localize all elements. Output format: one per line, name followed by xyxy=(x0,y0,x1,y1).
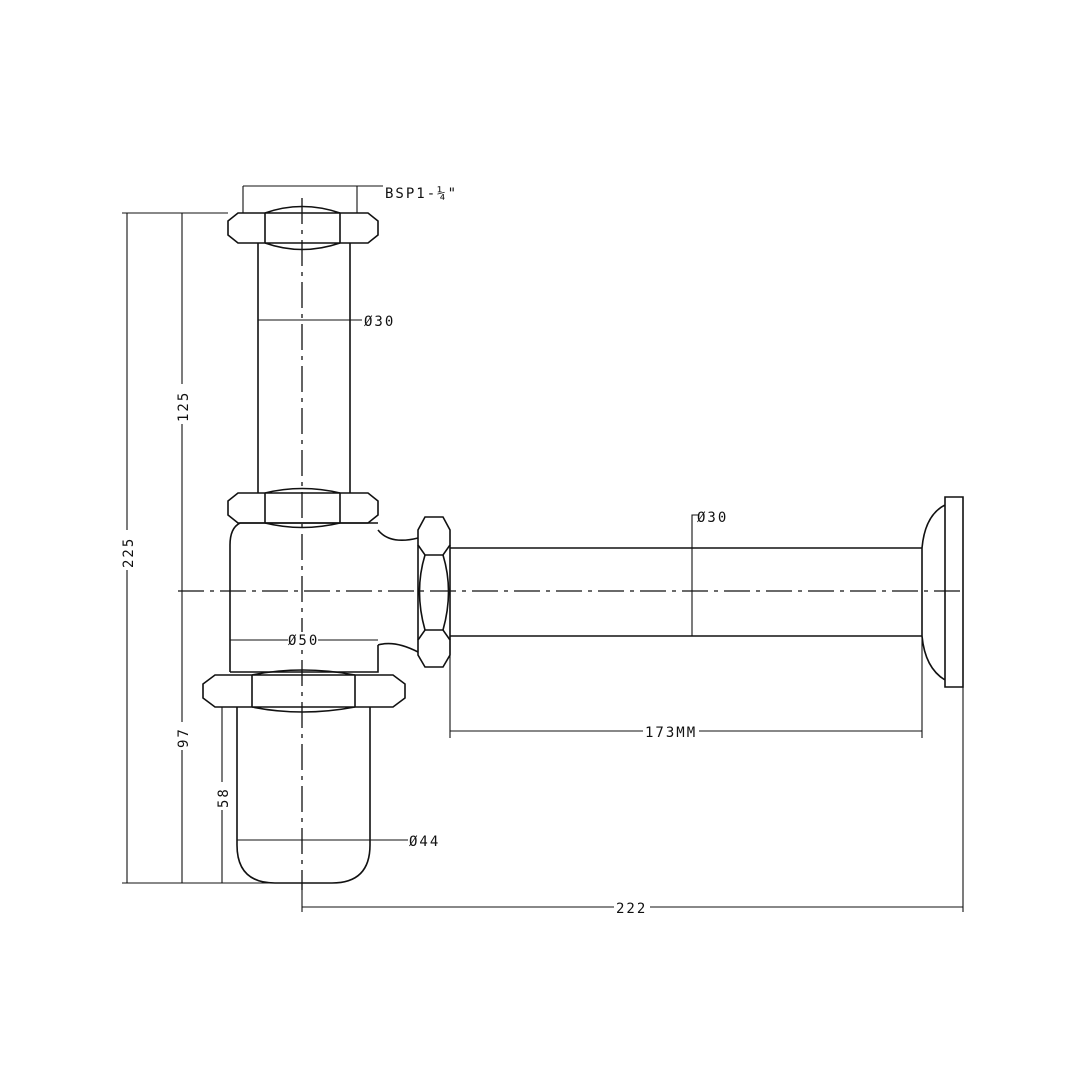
bottom-nut xyxy=(202,669,406,713)
total-depth-label: 222 xyxy=(616,901,647,917)
body-dia-label: Ø50 xyxy=(288,633,319,649)
outlet-dia-label: Ø30 xyxy=(697,510,728,526)
top-pipe-dia-label: Ø30 xyxy=(364,314,395,330)
upper-height-label: 125 xyxy=(176,391,192,422)
top-nut xyxy=(227,205,379,251)
side-nut xyxy=(417,516,451,668)
dimension-lines xyxy=(122,185,964,912)
wall-flange xyxy=(921,496,964,688)
total-height-label: 225 xyxy=(121,537,137,568)
trap-body xyxy=(229,522,419,673)
lower-height-label: 97 xyxy=(176,727,192,748)
cup-height-label: 58 xyxy=(216,787,232,808)
bsp-label: BSP1-¼" xyxy=(385,186,458,202)
outlet-length-label: 173MM xyxy=(645,725,697,741)
outlet-pipe xyxy=(450,547,922,637)
cup-dia-label: Ø44 xyxy=(409,834,440,850)
tail-pipe xyxy=(257,243,351,493)
middle-nut xyxy=(227,487,379,529)
bottle-cup xyxy=(236,707,371,884)
